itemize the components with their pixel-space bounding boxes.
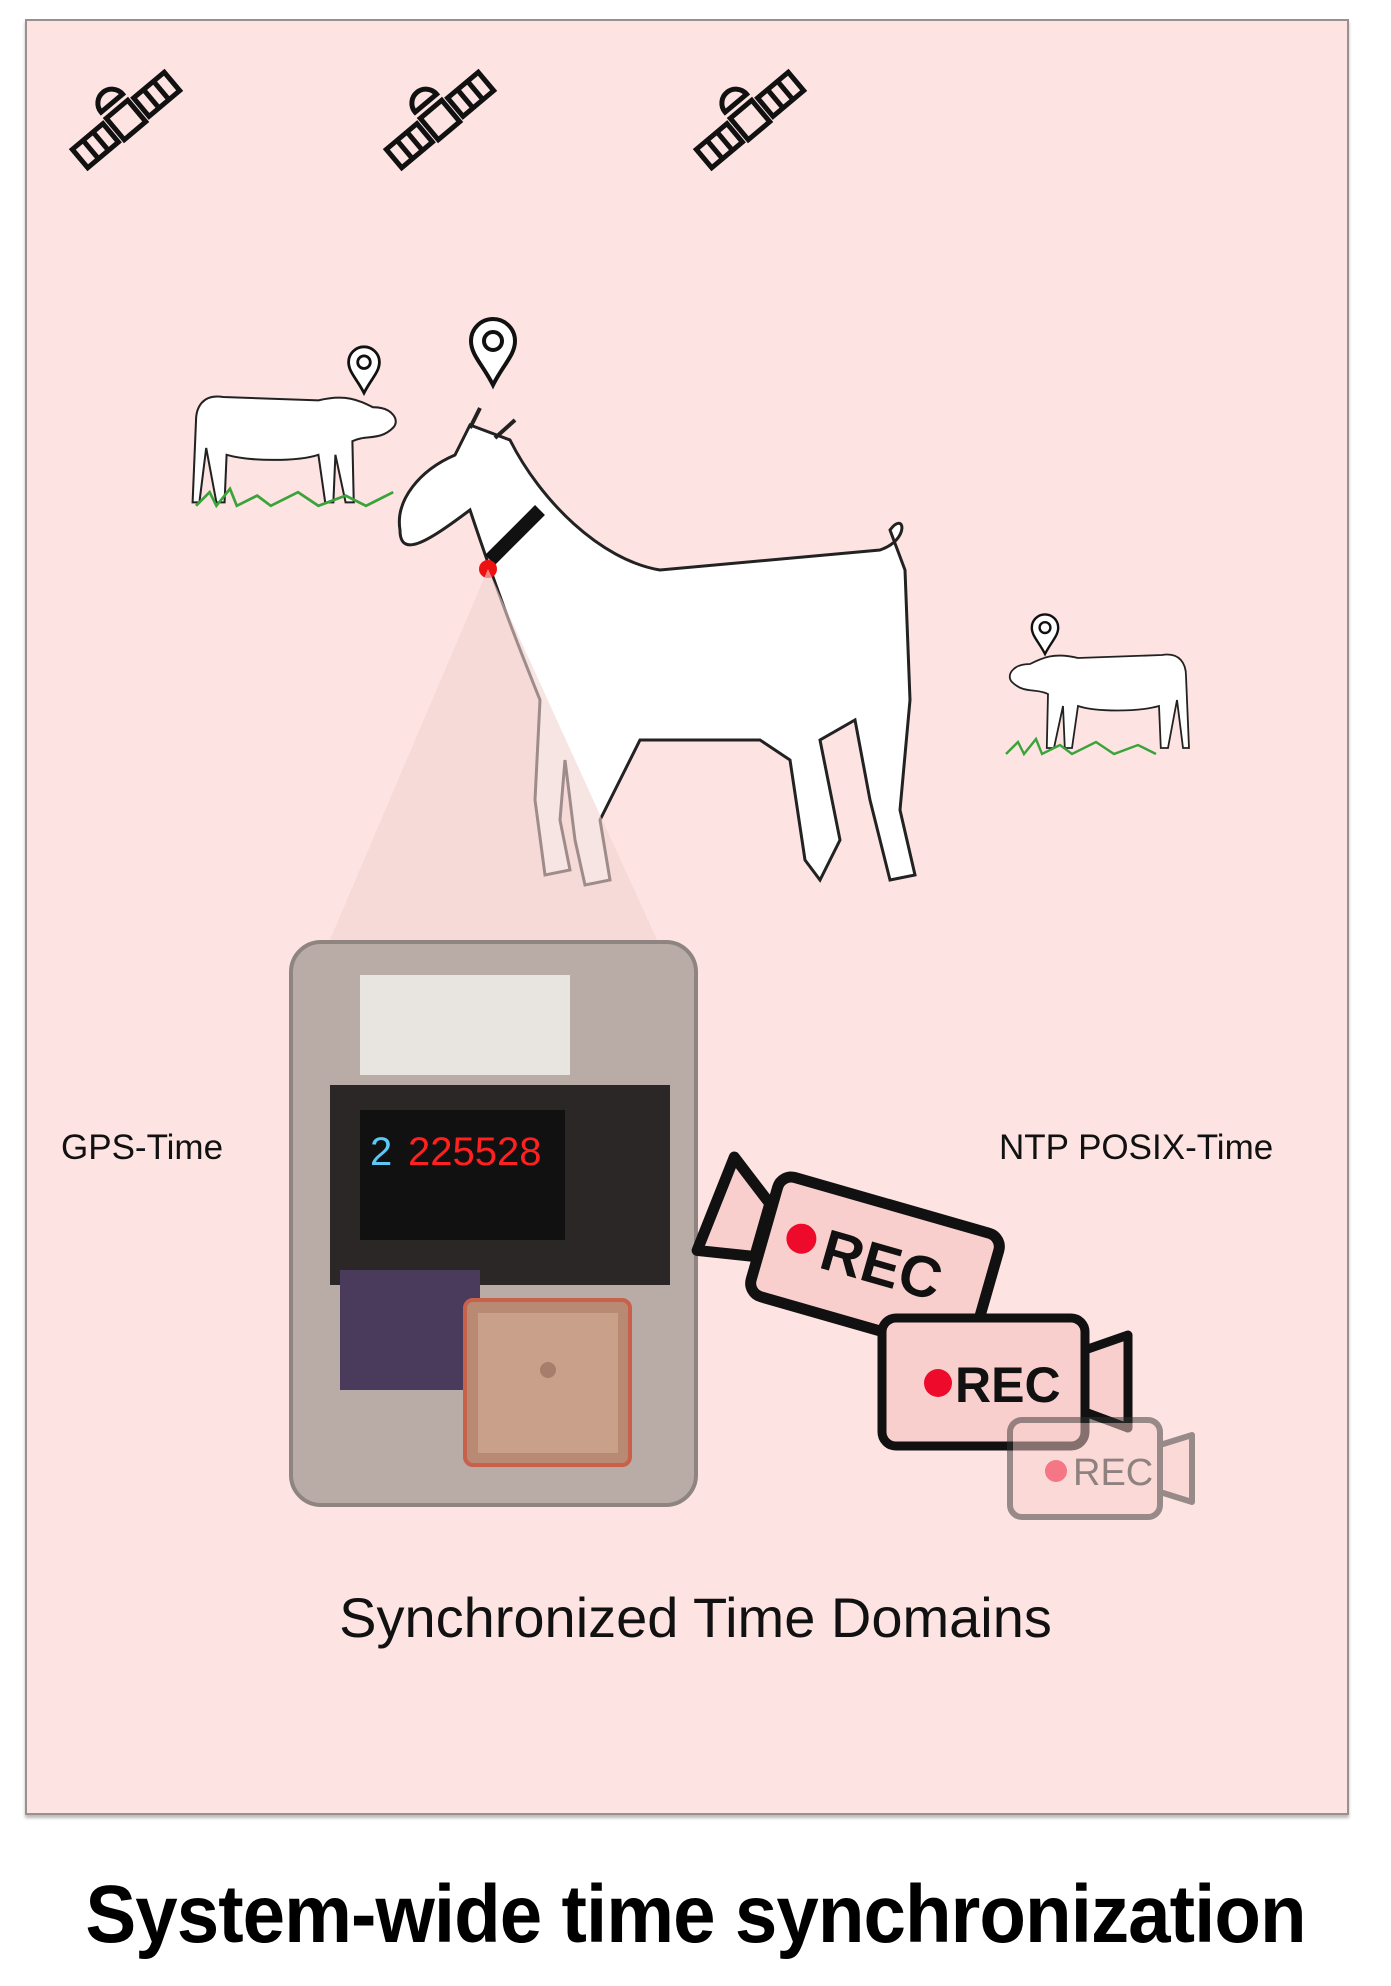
rec-label: REC: [955, 1357, 1061, 1413]
video-camera-icon: REC: [877, 1313, 1133, 1451]
satellite-icon: [681, 54, 805, 169]
display-time: 225528: [408, 1130, 541, 1174]
video-camera-icon: REC: [1007, 1417, 1195, 1520]
satellite-icon: [371, 54, 495, 169]
display-prefix: 2: [370, 1130, 392, 1174]
location-pin-icon: [1030, 613, 1060, 656]
ntp-time-label: NTP POSIX-Time: [999, 1128, 1274, 1167]
zoom-cone: [329, 569, 658, 942]
figure-title: System-wide time synchronization: [85, 1869, 1306, 1960]
satellite-icon: [57, 54, 181, 169]
goat-illustration: [1005, 653, 1190, 757]
location-pin-icon: [347, 345, 381, 395]
goat-illustration: [191, 395, 397, 509]
gps-time-label: GPS-Time: [61, 1128, 224, 1167]
domains-caption: Synchronized Time Domains: [339, 1586, 1052, 1649]
rec-label: REC: [1073, 1452, 1153, 1494]
location-pin-icon: [469, 317, 517, 387]
video-camera-icon: REC: [691, 1151, 1005, 1359]
tracker-device-photo: [289, 940, 698, 1507]
